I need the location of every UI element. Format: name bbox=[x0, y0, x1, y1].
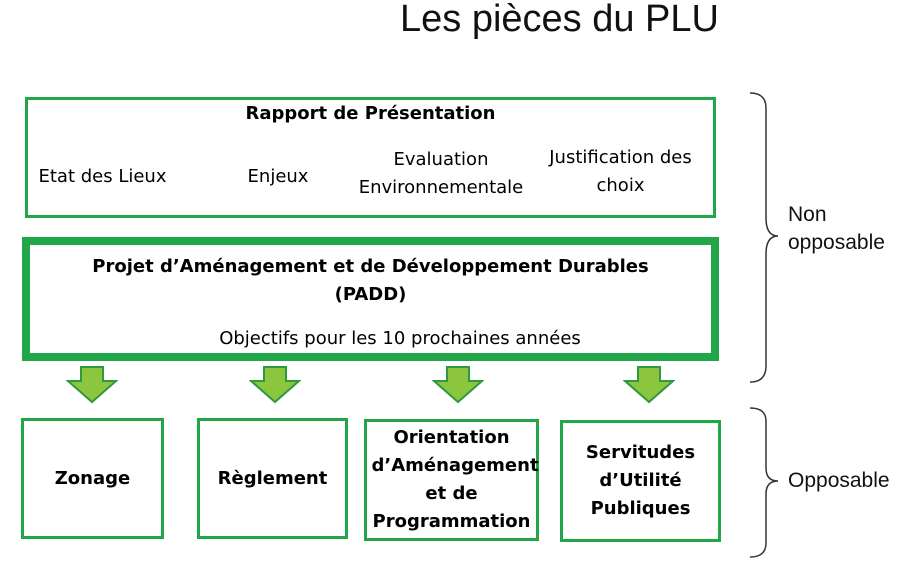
down-arrow-icon bbox=[623, 366, 675, 404]
rapport-title: Rapport de Présentation bbox=[245, 103, 496, 124]
rapport-item-etat: Etat des Lieux bbox=[38, 166, 167, 187]
piece-label: Servitudes d’Utilité Publiques bbox=[585, 442, 696, 519]
padd-subtitle: Objectifs pour les 10 prochaines années bbox=[219, 328, 581, 349]
padd-title-line1: Projet d’Aménagement et de Développement… bbox=[92, 256, 649, 277]
padd-title-line2: (PADD) bbox=[334, 284, 407, 305]
label-opposable: Opposable bbox=[788, 469, 890, 492]
piece-reglement: Règlement bbox=[197, 418, 348, 539]
down-arrow-icon bbox=[432, 366, 484, 404]
rapport-item-evaluation: Evaluation Environnementale bbox=[358, 149, 524, 198]
piece-label: Règlement bbox=[217, 467, 328, 489]
page-title: Les pièces du PLU bbox=[400, 0, 719, 40]
right-brace-icon bbox=[749, 407, 779, 558]
rapport-item-enjeux: Enjeux bbox=[247, 166, 309, 187]
piece-label: Orientation d’Aménagement et de Programm… bbox=[371, 427, 539, 532]
rapport-item-justification: Justification des choix bbox=[549, 147, 692, 196]
down-arrow-icon bbox=[66, 366, 118, 404]
piece-label: Zonage bbox=[54, 467, 131, 489]
rapport-box: Rapport de Présentation Etat des Lieux E… bbox=[25, 97, 716, 218]
piece-servitudes: Servitudes d’Utilité Publiques bbox=[560, 420, 721, 542]
down-arrow-icon bbox=[249, 366, 301, 404]
right-brace-icon bbox=[749, 92, 779, 383]
label-non-opposable: Non opposable bbox=[788, 203, 885, 254]
padd-box: Projet d’Aménagement et de Développement… bbox=[22, 237, 719, 361]
piece-zonage: Zonage bbox=[21, 418, 164, 539]
piece-oap: Orientation d’Aménagement et de Programm… bbox=[364, 419, 539, 541]
